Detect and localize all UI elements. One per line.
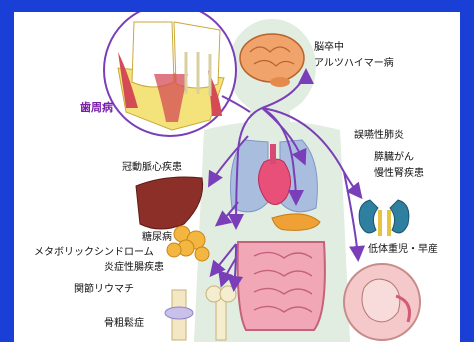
label-stroke: 脳卒中 (314, 42, 344, 54)
label-coronary-heart: 冠動脈心疾患 (122, 162, 182, 174)
label-diabetes: 糖尿病 (142, 232, 172, 244)
label-alzheimer: アルツハイマー病 (314, 58, 394, 70)
intestines-illustration (238, 242, 325, 330)
label-periodontal: 歯周病 (80, 102, 113, 114)
tooth-zoom-circle (104, 12, 236, 136)
fetus-illustration (344, 264, 420, 340)
knee-joint-illustration (165, 290, 193, 340)
diagram-panel: 歯周病 脳卒中 アルツハイマー病 誤嚥性肺炎 膵臓がん 慢性腎疾患 冠動脈心疾患… (14, 12, 460, 342)
liver-illustration (136, 177, 203, 229)
label-rheumatoid-arthritis: 関節リウマチ (74, 284, 134, 296)
label-aspiration-pneumonia: 誤嚥性肺炎 (354, 130, 404, 142)
label-pancreatic-cancer: 膵臓がん (374, 152, 414, 164)
label-metabolic-syndrome: メタボリックシンドローム (34, 247, 154, 259)
label-osteoporosis: 骨粗鬆症 (104, 318, 144, 330)
label-low-birth-weight: 低体重児・早産 (368, 244, 438, 256)
label-chronic-kidney: 慢性腎疾患 (374, 168, 424, 180)
label-ibd: 炎症性腸疾患 (104, 262, 164, 274)
kidneys-illustration (359, 200, 409, 236)
